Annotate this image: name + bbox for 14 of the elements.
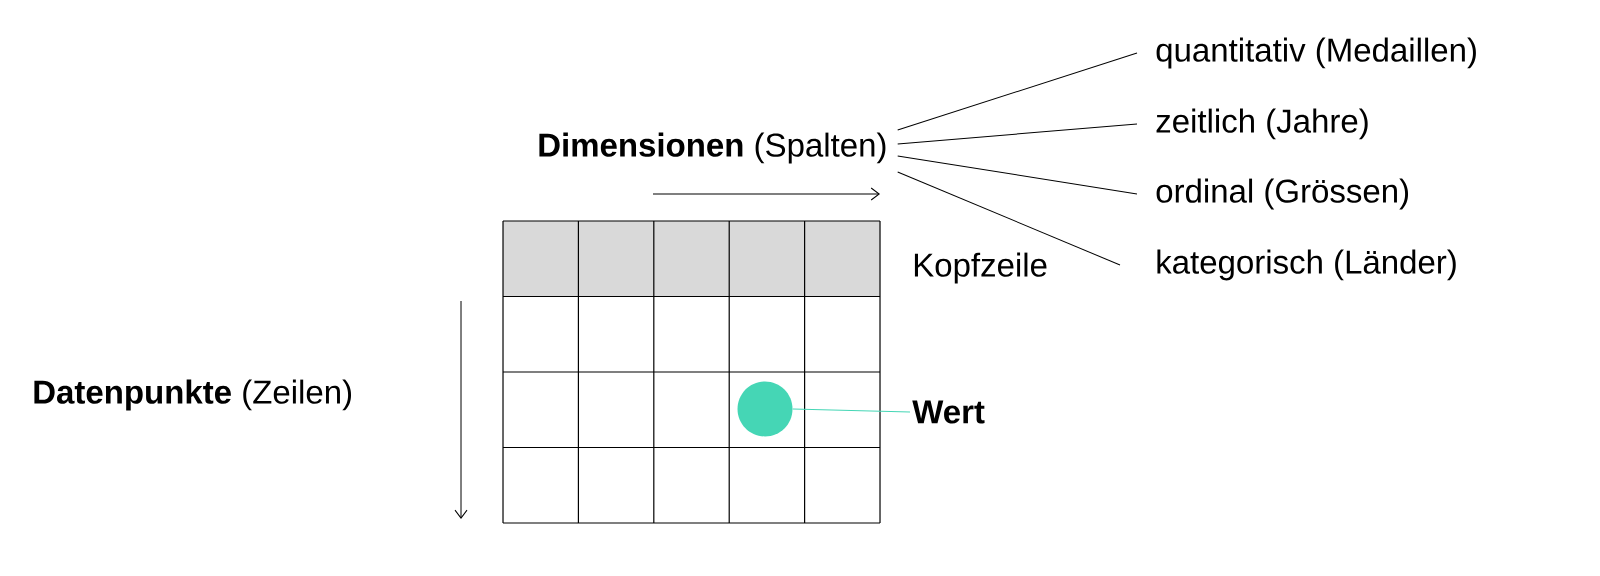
value-dot (737, 381, 793, 437)
label-text: Kopfzeile (914, 252, 1047, 284)
label-text: kategorisch (Länder) (1157, 249, 1456, 281)
label-text: ordinal (Grössen) (1156, 178, 1408, 210)
label-text: quantitativ (Medaillen) (1156, 37, 1476, 69)
label-text: zeitlich (Jahre) (1156, 108, 1368, 140)
connector-line (897, 123, 1138, 145)
label-text: Wert (912, 400, 985, 424)
connector-line (897, 52, 1138, 131)
connector-line (897, 171, 1121, 266)
label-text: Datenpunkte (Zeilen) (34, 379, 351, 411)
connector-line (792, 408, 911, 413)
label-text: Dimensionen (Spalten) (539, 132, 886, 164)
connector-line (897, 155, 1138, 195)
